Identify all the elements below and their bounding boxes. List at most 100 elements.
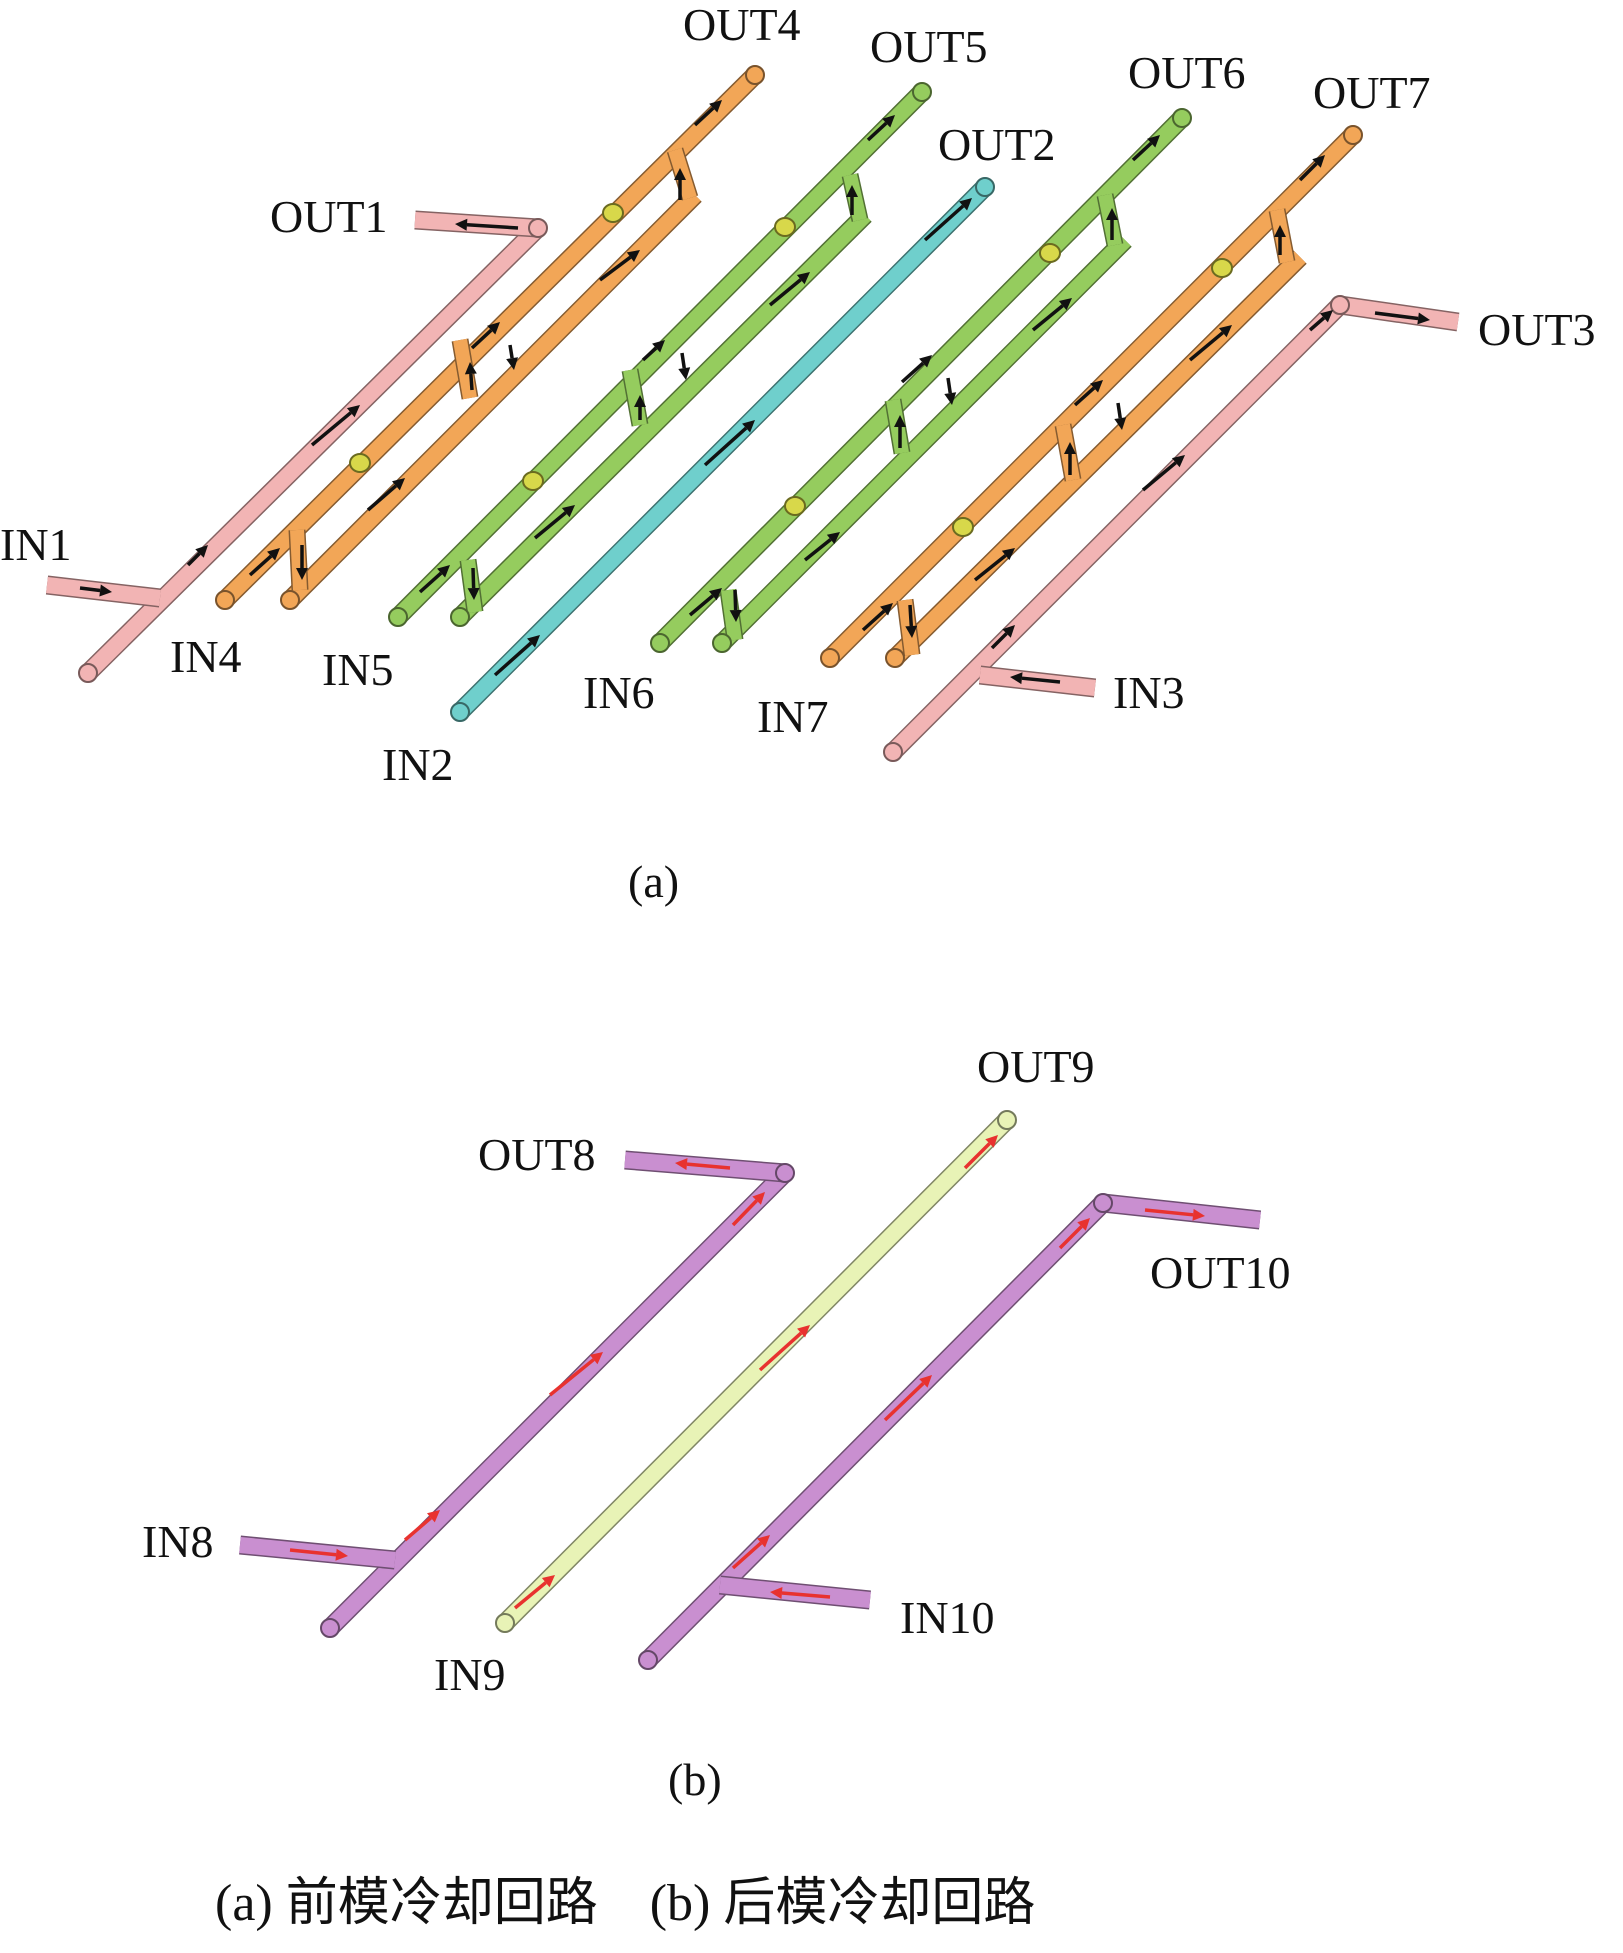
arrow-out10-shaft bbox=[1144, 1208, 1194, 1217]
arrow-orange2-b-head bbox=[1001, 548, 1015, 561]
arrow-purple2-c-head bbox=[1077, 1218, 1090, 1231]
arrow-green2-a-shaft bbox=[688, 594, 714, 617]
arrow-out8-head bbox=[675, 1158, 688, 1171]
arrow-orange1-a-shaft bbox=[248, 554, 273, 577]
pipe-in1-main bbox=[82, 222, 544, 679]
label-out9: OUT9 bbox=[977, 1041, 1095, 1092]
arrow-orange1-f-shaft bbox=[693, 106, 715, 127]
label-out7: OUT7 bbox=[1313, 67, 1431, 118]
label-in3: IN3 bbox=[1113, 667, 1185, 718]
arrow-purple1-c-head bbox=[752, 1192, 765, 1205]
arrow-cyan-b-head bbox=[742, 420, 755, 433]
arrow-purple1-b-head bbox=[589, 1352, 603, 1365]
arrow-green2-b-head bbox=[826, 532, 840, 545]
arrow-orange1-d-head bbox=[506, 357, 519, 370]
arrow-green1-a-head bbox=[437, 565, 450, 578]
label-in2: IN2 bbox=[382, 739, 454, 790]
arrow-orange1-e-shaft bbox=[598, 255, 632, 282]
arrow-yellow-c-shaft bbox=[963, 1142, 991, 1170]
pipe-out2-end bbox=[975, 177, 995, 197]
pipe-green1-end-b bbox=[450, 607, 470, 627]
arrow-in8-shaft bbox=[289, 1548, 337, 1557]
label-out6: OUT6 bbox=[1128, 47, 1246, 98]
arrow-purple2-a-shaft bbox=[731, 1541, 763, 1570]
arrow-yellow-a-head bbox=[541, 1575, 555, 1588]
pipe-orange2-rail-a bbox=[824, 129, 1359, 664]
arrow-purple1-b-shaft bbox=[548, 1358, 595, 1397]
pipe-out5-end bbox=[912, 82, 932, 102]
pipe-orange1-rail-a bbox=[219, 69, 761, 606]
arrow-purple2-b-head bbox=[919, 1375, 932, 1388]
arrow-out3-head bbox=[1417, 312, 1430, 325]
arrow-green1-a-shaft bbox=[418, 571, 443, 594]
arrow-pink2-a-shaft bbox=[990, 632, 1008, 650]
arrow-orange2-a-shaft bbox=[861, 609, 886, 632]
arrow-cyan-c-head bbox=[959, 198, 972, 211]
pipe-orange1-bridge1 bbox=[290, 529, 307, 591]
pipe-green1-rail-a bbox=[392, 86, 928, 623]
arrow-out8-shaft bbox=[686, 1162, 731, 1170]
pipe-in7-end bbox=[820, 648, 840, 668]
arrow-yellow-b-shaft bbox=[758, 1331, 803, 1372]
arrow-green1-bridge1-head bbox=[467, 587, 480, 600]
arrow-cyan-c-shaft bbox=[923, 204, 965, 242]
arrow-green2-bridge3-head bbox=[1106, 208, 1118, 220]
label-out1: OUT1 bbox=[270, 191, 388, 242]
arrow-pink2-a-head bbox=[1002, 625, 1015, 638]
arrow-green2-bridge1-head bbox=[729, 609, 742, 622]
arrow-cyan-b-shaft bbox=[703, 426, 748, 467]
label-in4: IN4 bbox=[170, 631, 242, 682]
arrow-green1-bridge2-head bbox=[634, 395, 646, 407]
pipe-out10-branch bbox=[1102, 1195, 1261, 1228]
arrow-green1-c-shaft bbox=[641, 346, 658, 362]
arrow-cyan-a-shaft bbox=[493, 641, 533, 677]
arrow-orange1-e-head bbox=[626, 250, 640, 262]
arrow-green2-d-head bbox=[944, 392, 957, 405]
arrow-green2-e-shaft bbox=[1031, 304, 1064, 332]
arrow-green1-e-head bbox=[796, 272, 810, 285]
pipe-out4-end bbox=[745, 65, 765, 85]
arrow-orange1-d-shaft bbox=[508, 344, 514, 359]
pipe-out7-end bbox=[1343, 125, 1363, 145]
arrow-green2-c-head bbox=[919, 355, 932, 368]
arrow-out10-head bbox=[1192, 1208, 1205, 1221]
arrow-orange1-c-head bbox=[487, 322, 500, 335]
arrow-orange2-d-head bbox=[1114, 417, 1127, 430]
baffle-orange1-b bbox=[602, 203, 624, 223]
panel-a-pipes bbox=[45, 65, 1460, 762]
arrow-pink2-c-shaft bbox=[1308, 316, 1326, 332]
arrow-green2-bridge1-shaft bbox=[733, 589, 738, 611]
label-out10: OUT10 bbox=[1150, 1247, 1291, 1298]
pipe-orange1-end-b bbox=[280, 590, 300, 610]
label-in8: IN8 bbox=[142, 1516, 214, 1567]
arrow-pink2-c-head bbox=[1320, 310, 1333, 323]
pipe-in10-end bbox=[638, 1650, 658, 1670]
arrow-in10-head bbox=[770, 1587, 783, 1599]
arrow-green2-e-head bbox=[1058, 298, 1072, 311]
label-out5: OUT5 bbox=[870, 21, 988, 72]
pipe-green2-rail-a bbox=[654, 112, 1188, 649]
arrow-in10-shaft bbox=[781, 1591, 831, 1599]
arrow-orange2-c-head bbox=[1090, 380, 1103, 393]
arrow-green1-f-shaft bbox=[866, 121, 888, 142]
arrow-purple1-c-shaft bbox=[731, 1199, 758, 1227]
arrow-orange2-bridge1-shaft bbox=[908, 604, 914, 627]
arrow-orange2-f-shaft bbox=[1298, 162, 1318, 182]
arrow-orange2-e-shaft bbox=[1188, 331, 1224, 362]
arrow-orange1-c-shaft bbox=[470, 328, 493, 350]
arrow-pink1-b-shaft bbox=[310, 411, 352, 447]
label-in9: IN9 bbox=[434, 1649, 506, 1700]
baffle-orange2-a bbox=[952, 517, 974, 537]
arrow-cyan-a-head bbox=[527, 635, 540, 648]
label-out3: OUT3 bbox=[1478, 304, 1596, 355]
arrow-green2-a-head bbox=[708, 588, 722, 601]
arrow-in8-head bbox=[335, 1548, 348, 1561]
pipe-out3-branch bbox=[1338, 297, 1460, 330]
baffle-green1-b bbox=[774, 217, 796, 237]
arrow-purple2-b-shaft bbox=[883, 1382, 925, 1422]
baffle-green1-a bbox=[522, 471, 544, 491]
arrow-orange1-bridge2-head bbox=[464, 362, 477, 375]
arrow-orange1-bridge2-shaft bbox=[469, 373, 474, 391]
arrow-green1-c-head bbox=[652, 340, 665, 353]
